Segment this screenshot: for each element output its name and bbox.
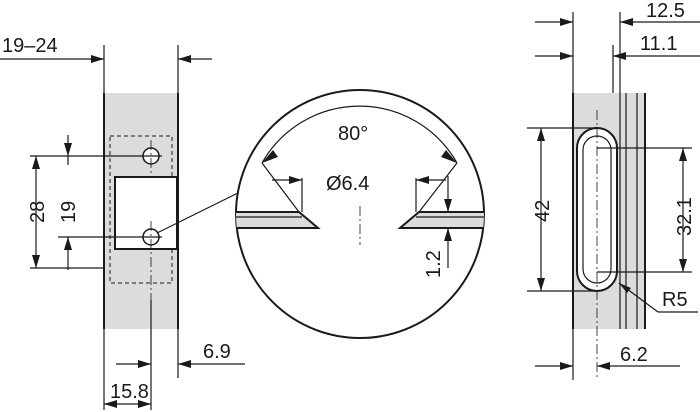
dim-hole-diameter: Ø6.4 [326,173,369,195]
dim-slot-length: 42 [532,200,554,222]
side-view: 12.5 11.1 42 32.1 R5 6.2 [527,0,700,380]
dim-inner-offset: 11.1 [640,33,677,55]
dim-hole-spacing: 19 [58,201,80,223]
dim-countersink-angle: 80° [338,123,368,145]
dim-plate-width: 19–24 [2,35,58,57]
dim-hole-offset: 6.9 [203,341,231,363]
front-view: 19–24 28 19 6.9 15.8 [0,35,245,410]
detail-view: 80° Ø6.4 1.2 [235,89,485,339]
dim-hole-spacing-outer: 28 [27,201,49,223]
detail-plate-section [236,212,484,228]
dim-plate-thickness: 1.2 [423,250,445,278]
dim-slot-radius: R5 [662,289,688,311]
dim-slot-offset: 6.2 [620,344,648,366]
dim-center-to-edge: 15.8 [110,381,149,403]
dim-slot-inner-length: 32.1 [674,197,696,236]
dim-outer-offset: 12.5 [646,0,685,22]
